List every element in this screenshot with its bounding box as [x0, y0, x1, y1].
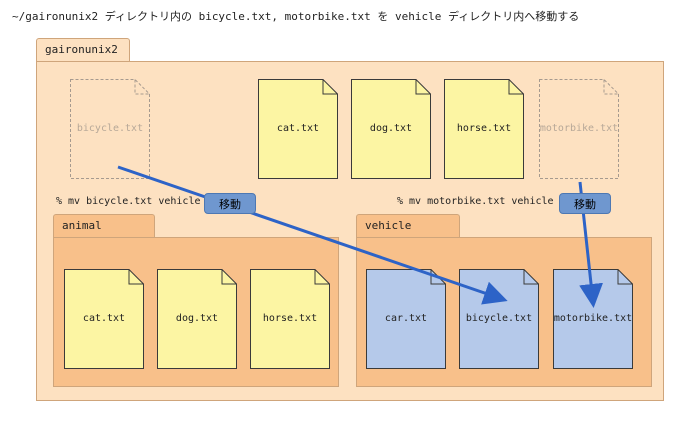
file-icon [553, 269, 633, 369]
file-name: cat.txt [82, 313, 126, 324]
move-badge-bicycle: 移動 [204, 193, 256, 214]
move-badge-motorbike: 移動 [559, 193, 611, 214]
file-root-bicycle: bicycle.txt [70, 79, 150, 179]
file-icon [258, 79, 338, 179]
file-root-dog: dog.txt [351, 79, 431, 179]
file-name: dog.txt [175, 313, 219, 324]
file-animal-horse: horse.txt [250, 269, 330, 369]
animal-folder-tab: animal [53, 214, 155, 238]
file-animal-cat: cat.txt [64, 269, 144, 369]
file-root-horse: horse.txt [444, 79, 524, 179]
file-name: dog.txt [369, 123, 413, 134]
file-name: cat.txt [276, 123, 320, 134]
file-icon [444, 79, 524, 179]
file-vehicle-car: car.txt [366, 269, 446, 369]
file-icon [351, 79, 431, 179]
file-name: motorbike.txt [539, 123, 619, 134]
file-name: horse.txt [456, 123, 512, 134]
diagram-title: ~/gaironunix2 ディレクトリ内の bicycle.txt, moto… [12, 10, 580, 23]
file-name: motorbike.txt [553, 313, 633, 324]
file-ghost-icon [70, 79, 150, 179]
command-motorbike: % mv motorbike.txt vehicle [397, 196, 554, 207]
file-root-motorbike: motorbike.txt [539, 79, 619, 179]
file-ghost-icon [539, 79, 619, 179]
file-vehicle-motorbike: motorbike.txt [553, 269, 633, 369]
file-name: bicycle.txt [465, 313, 533, 324]
file-name: horse.txt [262, 313, 318, 324]
command-bicycle: % mv bicycle.txt vehicle [56, 196, 201, 207]
file-name: car.txt [384, 313, 428, 324]
root-folder-tab: gaironunix2 [36, 38, 130, 62]
file-root-cat: cat.txt [258, 79, 338, 179]
file-animal-dog: dog.txt [157, 269, 237, 369]
file-vehicle-bicycle: bicycle.txt [459, 269, 539, 369]
file-name: bicycle.txt [76, 123, 144, 134]
vehicle-folder-tab: vehicle [356, 214, 460, 238]
